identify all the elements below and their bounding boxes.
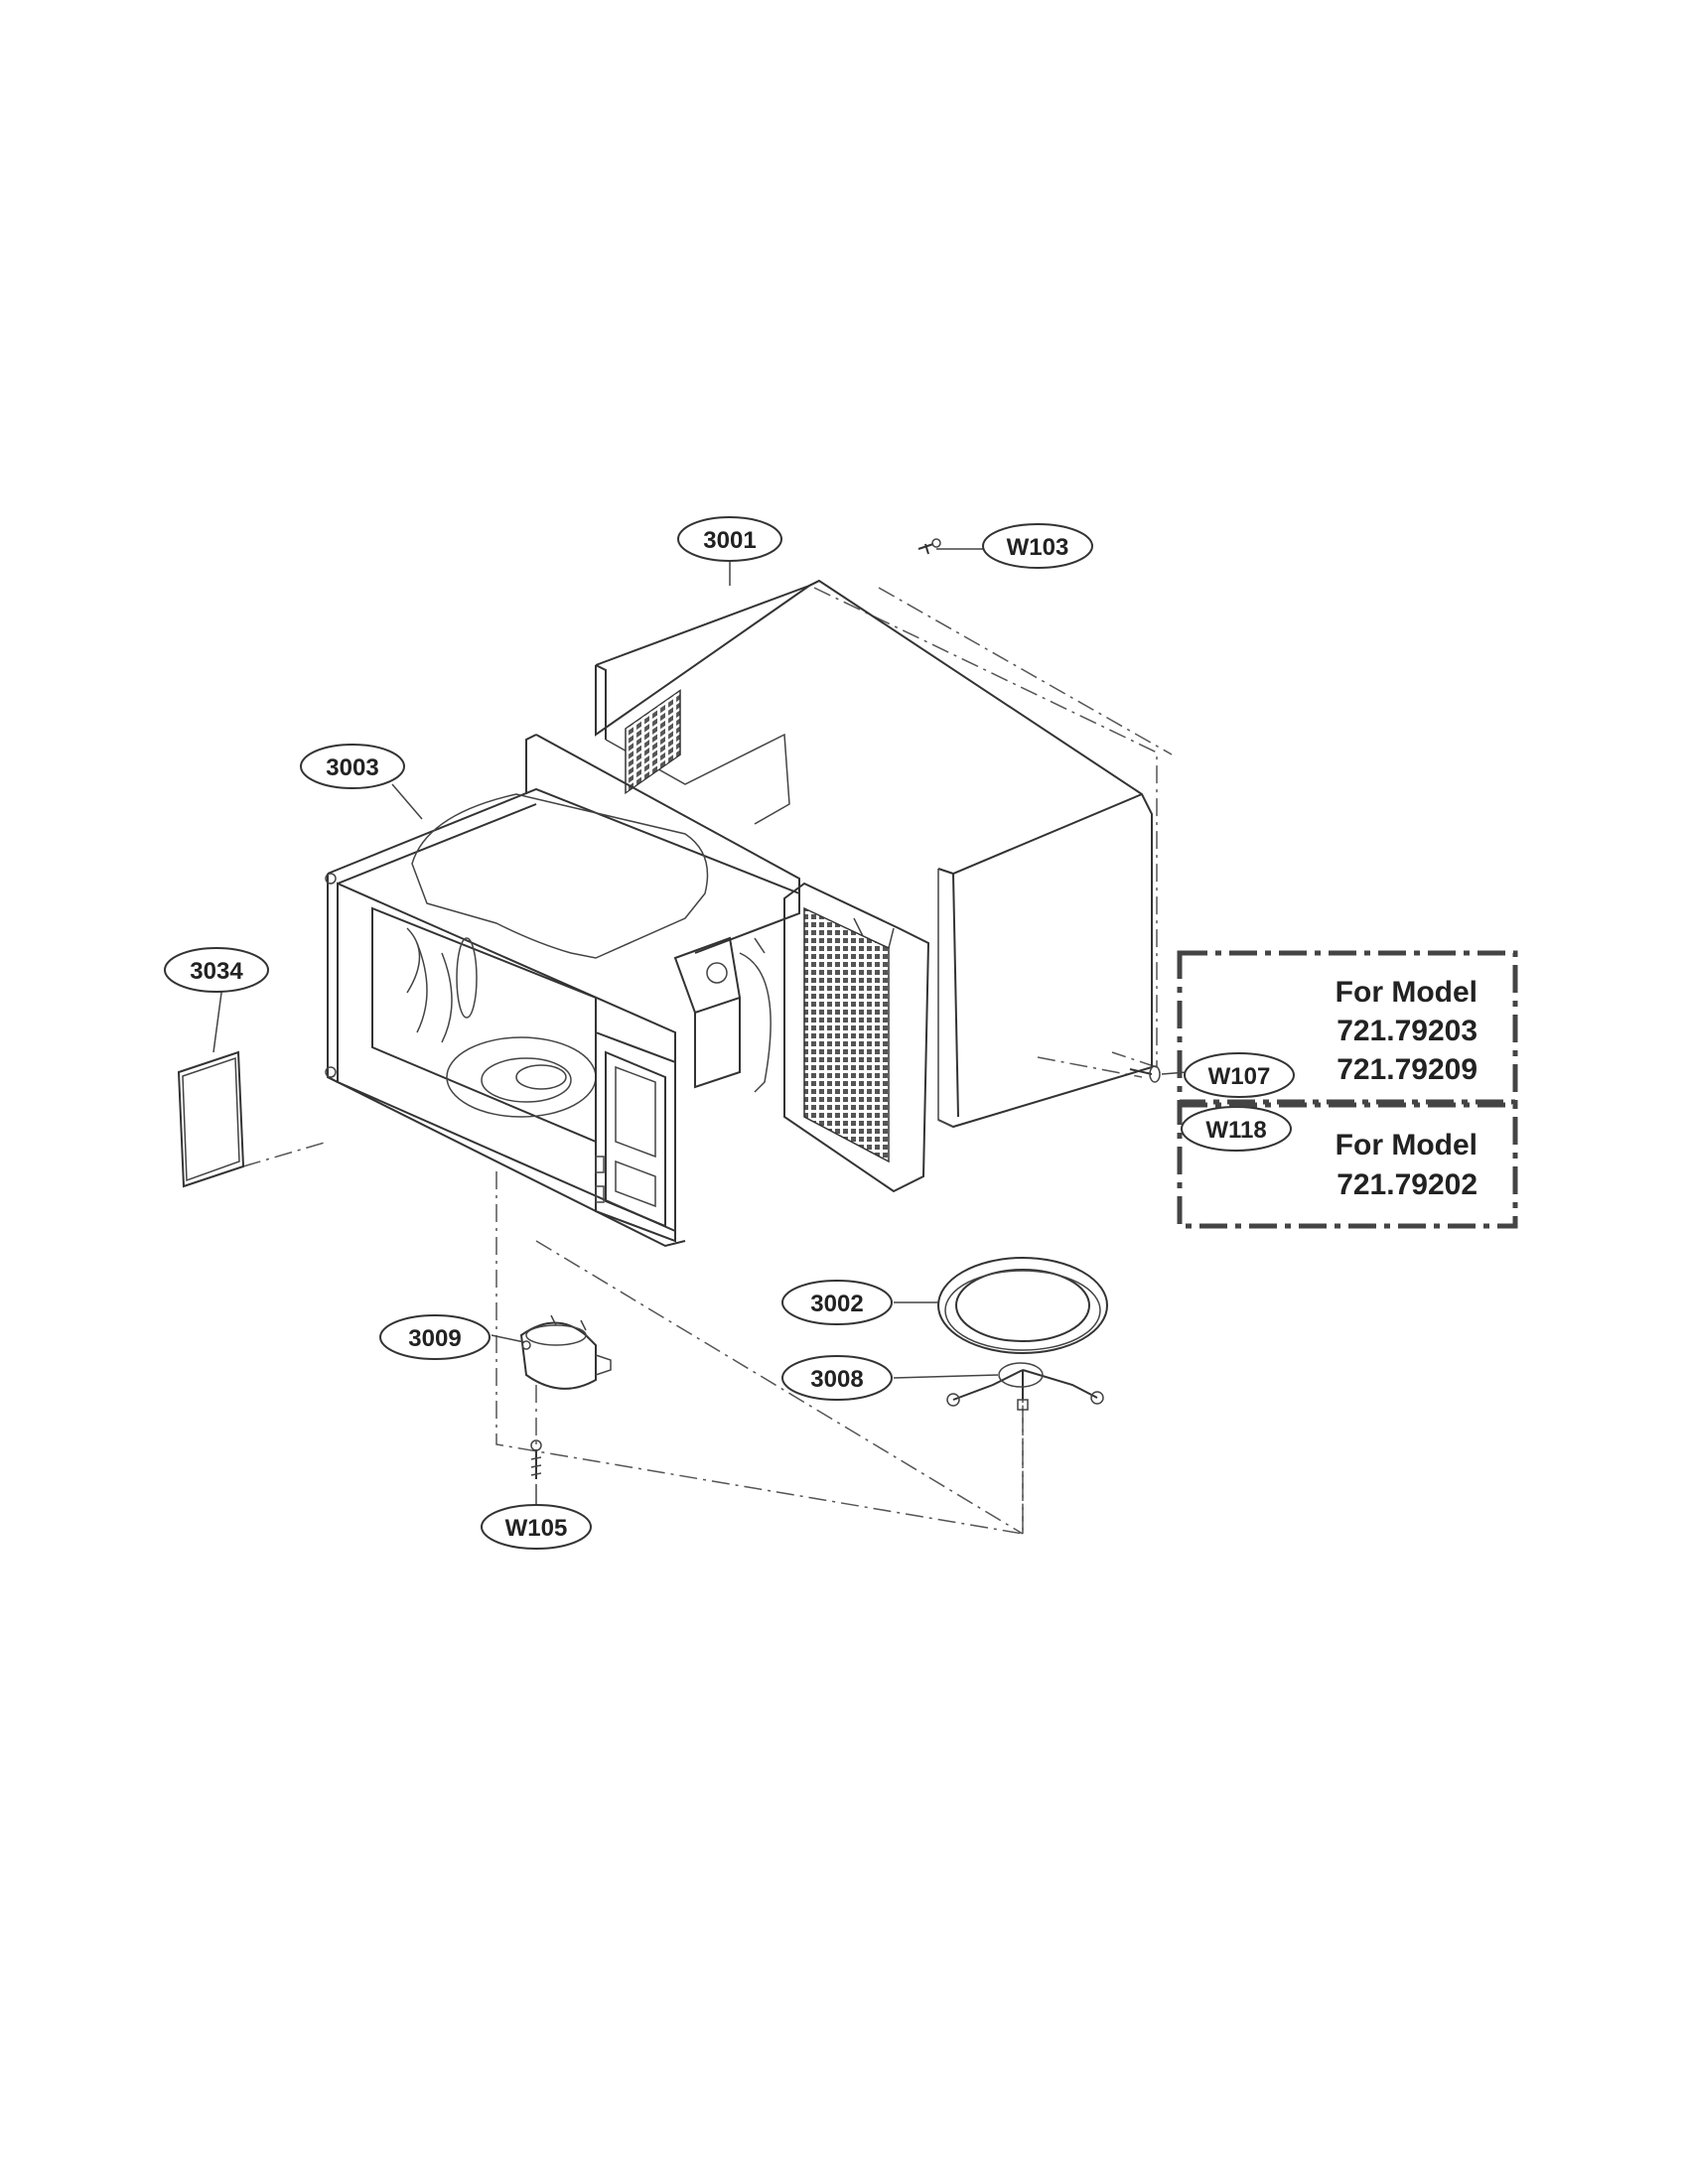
- rear-panel: [783, 882, 930, 1193]
- leader-lines: [212, 548, 1188, 1524]
- callout-w103: W103: [982, 523, 1093, 569]
- svg-text:3008: 3008: [810, 1366, 863, 1393]
- svg-text:W105: W105: [505, 1515, 568, 1542]
- model-note-1-model-a: 721.79203: [1336, 1015, 1477, 1047]
- svg-text:3001: 3001: [703, 527, 756, 554]
- callout-3008: 3008: [781, 1355, 893, 1401]
- callout-w118: W118: [1181, 1106, 1292, 1152]
- turntable-motor-3009: [519, 1314, 612, 1390]
- svg-text:3003: 3003: [326, 754, 378, 781]
- svg-text:3009: 3009: [408, 1325, 461, 1352]
- model-note-box-1: For Model 721.79203 721.79209: [1177, 950, 1518, 1105]
- screw-w107: [1129, 1065, 1161, 1083]
- svg-text:W107: W107: [1208, 1063, 1271, 1090]
- callout-3009: 3009: [379, 1314, 491, 1360]
- model-note-box-2: For Model 721.79202: [1177, 1102, 1518, 1229]
- model-note-1-heading: For Model: [1336, 976, 1477, 1009]
- alignment-lines: [242, 587, 1173, 1539]
- svg-text:W103: W103: [1007, 534, 1069, 561]
- window-film-3034: [177, 1050, 245, 1188]
- model-note-2-heading: For Model: [1336, 1129, 1477, 1161]
- svg-text:3002: 3002: [810, 1291, 863, 1317]
- roller-ring-3008: [946, 1362, 1104, 1411]
- callout-w107: W107: [1184, 1052, 1295, 1098]
- screw-w103: [917, 538, 941, 555]
- callout-3034: 3034: [164, 947, 269, 993]
- callout-3002: 3002: [781, 1280, 893, 1325]
- outer-cabinet-3001: [595, 579, 1153, 1129]
- internal-components: [673, 936, 772, 1093]
- screw-w105: [530, 1439, 542, 1479]
- callout-3003: 3003: [300, 744, 405, 789]
- model-note-2-model: 721.79202: [1336, 1168, 1477, 1201]
- callout-3001: 3001: [677, 516, 782, 562]
- glass-tray-3002: [937, 1257, 1108, 1354]
- svg-text:W118: W118: [1205, 1117, 1266, 1144]
- model-note-1-model-b: 721.79209: [1336, 1053, 1477, 1086]
- callout-w105: W105: [481, 1504, 592, 1550]
- svg-text:3034: 3034: [190, 958, 243, 985]
- oven-cavity-3003: [325, 734, 800, 1248]
